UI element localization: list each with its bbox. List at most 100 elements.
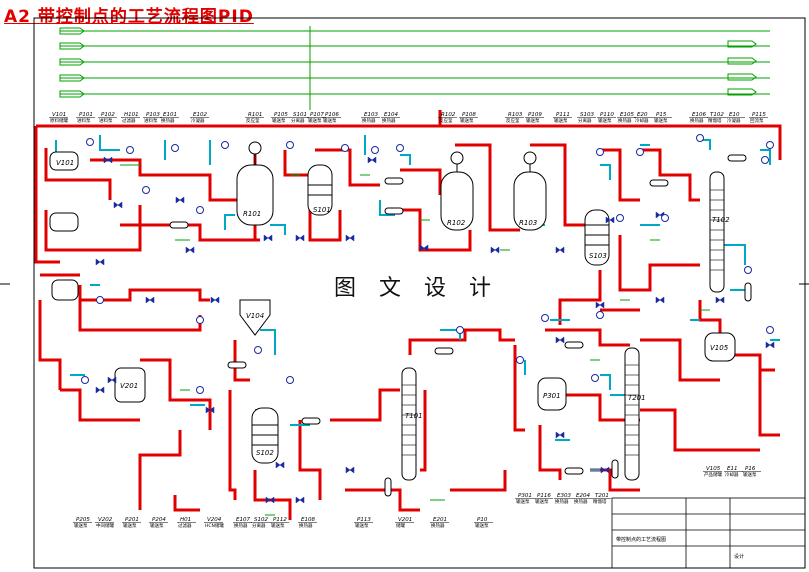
equipment-tag: E303 [557,493,571,499]
equipment-label: T101 [405,412,423,420]
equipment-tag-desc: 换热器 [362,117,376,124]
equipment-tag-desc: 换热器 [299,522,313,529]
equipment-tag: V105 [706,466,721,472]
equipment-tag-desc: 进料泵 [77,117,91,124]
instrument-balloon-icon [661,214,669,222]
equipment-tag: P10 [477,517,488,523]
equipment-label: S102 [256,449,274,457]
drawing-title: A2 带控制点的工艺流程图PID [4,7,254,27]
equipment-tag: H101 [124,112,139,118]
valve-icon [107,376,117,384]
valve-icon [185,246,195,254]
equipment-tag: P113 [357,517,371,523]
equipment-tag: E10 [729,112,740,118]
valve-icon [345,466,355,474]
equipment-tag: E20 [637,112,648,118]
valve-icon [555,431,565,439]
valve-icon [765,341,775,349]
equipment-tag: P116 [537,493,551,499]
instrument-balloon-icon [196,206,204,214]
equipment-tag: R103 [508,112,523,118]
equipment-tag-desc: 输送泵 [598,117,612,124]
equipment-label: V101 [56,159,74,167]
valve-icon [345,234,355,242]
equipment-label: T102 [712,216,730,224]
equipment-tag-desc: 输送泵 [526,117,540,124]
instrument-balloon-icon [86,138,94,146]
equipment-tag-desc: 进料泵 [99,117,113,124]
valve-icon [265,496,275,504]
equipment-tag-desc: 原料储罐 [50,117,68,124]
equipment-tag: E102 [193,112,207,118]
instrument-balloon-icon [591,374,599,382]
bottom-tag-row: P205输送泵V202中间储罐P201输送泵P204输送泵H01过滤器V204H… [73,517,493,529]
equipment-tag: P201 [125,517,139,523]
equipment-tag: E107 [236,517,250,523]
instrument-balloon-icon [196,386,204,394]
equipment-tag-desc: 精馏塔 [593,498,607,505]
equipment-tag: P103 [146,112,160,118]
equipment-tag-desc: 输送泵 [475,522,489,529]
valve-icon [715,296,725,304]
valve-icon [95,258,105,266]
equipment-label: S101 [313,206,331,214]
equipment-label: V104 [246,312,264,320]
column-trays [402,189,724,456]
equipment-tag-desc: 换热器 [618,117,632,124]
equipment-tag-desc: 反应釜 [506,117,520,124]
equipment-tag: P102 [101,112,115,118]
equipment-tag-desc: 换热器 [234,522,248,529]
equipment-tag-desc: 输送泵 [272,117,286,124]
equipment-tag-desc: 反应釜 [439,117,453,124]
equipment-tag: E204 [576,493,590,499]
equipment-tag: P205 [76,517,90,523]
equipment-shapes [49,141,752,497]
valve-icon [175,196,185,204]
equipment-tag-desc: 进料泵 [144,117,158,124]
equipment-tag: E108 [301,517,315,523]
equipment-tag: P107 [310,112,324,118]
valve-icon [275,461,285,469]
instruments [81,134,774,394]
instrument-balloon-icon [761,156,769,164]
valve-icon [419,244,429,252]
equipment-tag-desc: 输送泵 [271,522,285,529]
title-block [611,497,806,569]
equipment-tag: T201 [595,493,609,499]
equipment-tag-desc: 输送泵 [323,117,337,124]
instrument-balloon-icon [196,316,204,324]
instrument-balloon-icon [286,376,294,384]
equipment-tag: E201 [433,517,447,523]
equipment-tag: E106 [692,112,706,118]
equipment-tag-desc: 换热器 [574,498,588,505]
equipment-tag-desc: HCN储罐 [205,522,224,529]
equipment-tag-desc: 换热器 [382,117,396,124]
equipment-tag-desc: 输送泵 [74,522,88,529]
equipment-tag-desc: 过滤器 [178,522,192,529]
equipment-tag-desc: 输送泵 [743,471,757,478]
instrument-balloon-icon [171,144,179,152]
equipment-label: V201 [120,382,138,390]
equipment-tag: R102 [441,112,456,118]
equipment-tag-desc: 回流泵 [750,117,764,124]
equipment-tag-desc: 输送泵 [654,117,668,124]
equipment-tag: R101 [248,112,262,118]
valve-icon [210,296,220,304]
equipment-tag: V201 [398,517,412,523]
valve-icon [490,246,500,254]
title-block-drawing-name: 带控制点的工艺流程图 [616,536,666,543]
equipment-label: P301 [543,392,561,400]
equipment-tag: P105 [274,112,288,118]
valve-icon [595,301,605,309]
equipment-tag: P301 [518,493,532,499]
equipment-tag: V101 [52,112,66,118]
watermark-text: 图 文 设 计 [330,270,503,302]
equipment-tag-desc: 分离器 [252,522,266,529]
equipment-tag: T102 [710,112,724,118]
equipment-tag: P111 [556,112,570,118]
equipment-tag: P109 [528,112,542,118]
instrument-balloon-icon [371,146,379,154]
instrument-balloon-icon [81,376,89,384]
